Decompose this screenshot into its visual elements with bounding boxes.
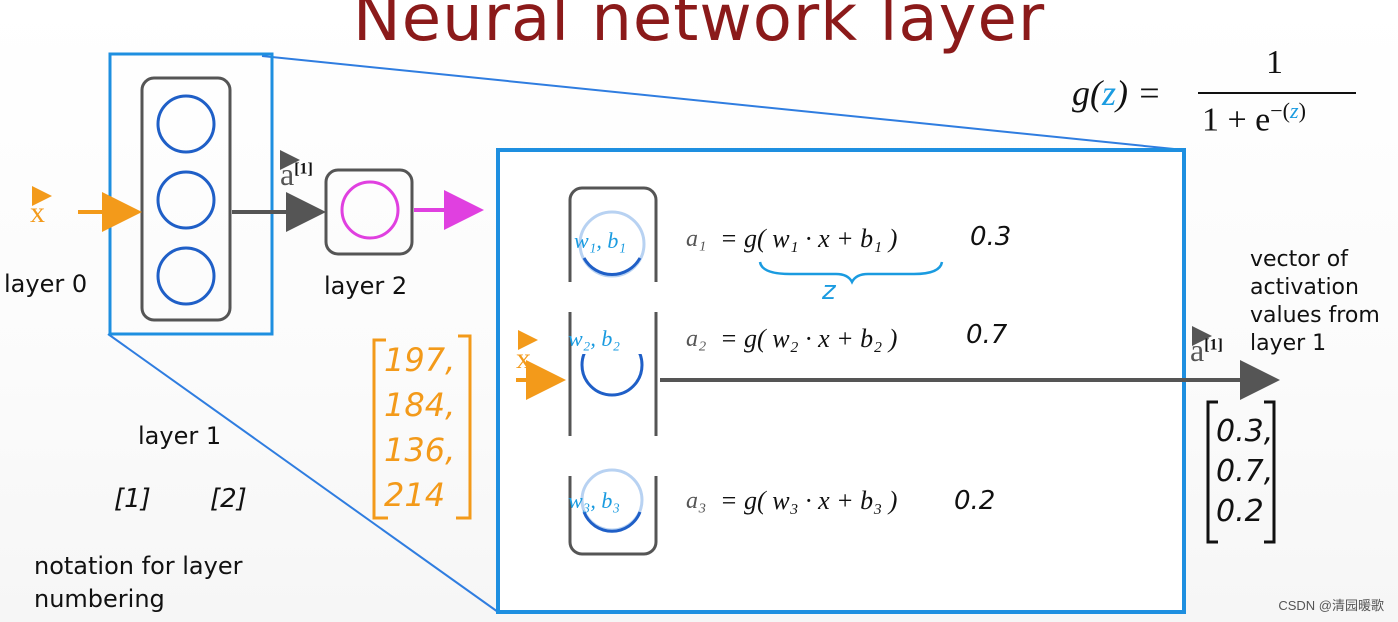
detail-layer-container xyxy=(568,186,658,556)
fraction-bar xyxy=(1198,92,1356,94)
watermark: CSDN @清园暖歌 xyxy=(1278,598,1384,613)
output-vector-value-2: 0.7, xyxy=(1216,454,1274,489)
layer2-container xyxy=(324,168,414,256)
unit-2-params: w₂, b₂ xyxy=(568,326,620,351)
sigmoid-z: z xyxy=(1102,73,1117,113)
unit-3-eq-lhs: a₃ xyxy=(686,488,707,514)
output-superscript: [1] xyxy=(1204,336,1223,354)
unit-3-value: 0.2 xyxy=(954,486,996,516)
unit-1-value: 0.3 xyxy=(970,222,1012,252)
output-a1-label: a[1] xyxy=(1190,332,1223,369)
output-description: vector of activation values from layer 1 xyxy=(1250,246,1380,358)
activation-a1-label: a[1] xyxy=(280,156,313,193)
output-description-line-2: activation xyxy=(1250,275,1359,300)
input-x-label: x xyxy=(30,196,45,229)
output-description-line-4: layer 1 xyxy=(1250,331,1327,356)
layer1-neuron-1 xyxy=(156,94,216,154)
sigmoid-exp-prefix: −( xyxy=(1270,98,1290,123)
layer2-neuron xyxy=(340,180,400,240)
sigmoid-exp-suffix: ) xyxy=(1298,98,1306,123)
input-vector-value-1: 197, xyxy=(384,341,456,379)
zoom-line-top xyxy=(261,55,1185,151)
layer1-neuron-3 xyxy=(156,246,216,306)
output-description-line-1: vector of xyxy=(1250,247,1348,272)
layer2-label: layer 2 xyxy=(324,272,408,300)
sigmoid-lhs: g( xyxy=(1072,73,1102,113)
unit-3-params: w₃, b₃ xyxy=(568,488,620,513)
unit-2-eq-rhs: = g( w₂ · x + b₂ ) xyxy=(720,324,898,353)
activation-a-letter: a xyxy=(280,156,295,192)
output-description-line-3: values from xyxy=(1250,303,1380,328)
input-vector-value-2: 184, xyxy=(384,386,456,424)
output-vector-value-1: 0.3, xyxy=(1216,414,1274,449)
output-vector-value-3: 0.2 xyxy=(1216,494,1264,529)
unit-1-eq-lhs: a₁ xyxy=(686,226,707,252)
layer1-container xyxy=(140,76,232,322)
unit-1-params: w₁, b₁ xyxy=(574,228,626,253)
z-brace xyxy=(758,261,944,285)
unit-2-value: 0.7 xyxy=(966,320,1008,350)
input-vector-value-4: 214 xyxy=(384,476,446,514)
layer1-label: layer 1 xyxy=(138,422,222,450)
input-vector-bracket-left xyxy=(372,338,388,520)
unit-1-eq-rhs: = g( w₁ · x + b₁ ) xyxy=(720,224,898,253)
activation-superscript: [1] xyxy=(294,160,313,178)
output-vector-bracket-left xyxy=(1206,400,1218,544)
unit-3-eq-rhs: = g( w₃ · x + b₃ ) xyxy=(720,486,898,515)
output-a-letter: a xyxy=(1190,332,1205,368)
zoom-line-bottom xyxy=(107,333,499,613)
input-vector-value-3: 136, xyxy=(384,431,456,469)
input-vector: 197, 184, 136, 214 xyxy=(384,338,455,518)
sigmoid-exp-z: z xyxy=(1290,98,1299,123)
unit-2-eq-lhs: a₂ xyxy=(686,326,707,352)
notation-tag-1: [1] xyxy=(114,484,151,514)
detail-input-x-label: x xyxy=(516,342,531,375)
notation-tag-2: [2] xyxy=(210,484,247,514)
sigmoid-denominator: 1 + e xyxy=(1202,101,1271,139)
layer1-neuron-2 xyxy=(156,170,216,230)
output-vector-bracket-right xyxy=(1264,400,1276,544)
notation-text: notation for layer numbering xyxy=(34,552,243,613)
sigmoid-numerator: 1 xyxy=(1266,44,1283,81)
z-brace-label: z xyxy=(822,276,836,306)
output-vector: 0.3, 0.7, 0.2 xyxy=(1216,412,1273,532)
layer0-label: layer 0 xyxy=(4,270,88,298)
input-vector-bracket-right xyxy=(456,334,472,520)
sigmoid-rhs: ) = xyxy=(1116,73,1162,113)
slide-title: Neural network layer xyxy=(352,0,1046,56)
